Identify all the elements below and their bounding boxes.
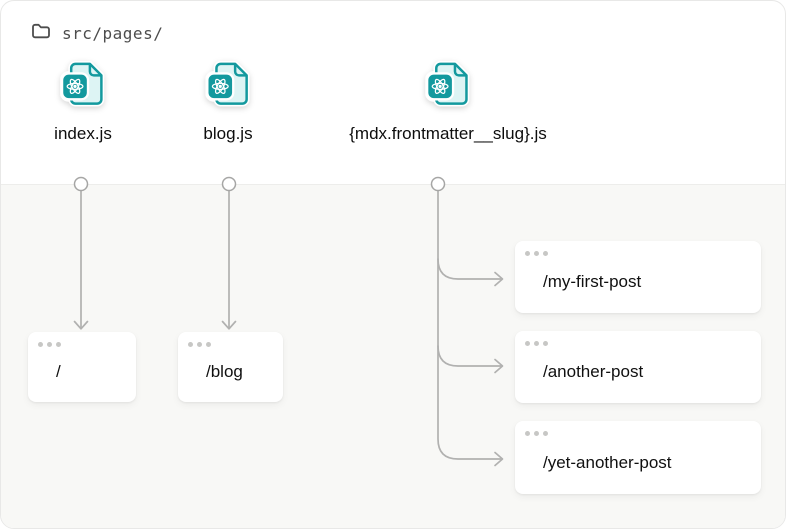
window-dots-icon (525, 341, 548, 346)
window-dots-icon (525, 431, 548, 436)
route-label: /my-first-post (543, 272, 642, 291)
react-file-icon (204, 61, 251, 112)
file-label: {mdx.frontmatter__slug}.js (349, 124, 547, 143)
file-blog-js: blog.js (203, 61, 253, 144)
directory-path: src/pages/ (62, 24, 164, 43)
window-dots-icon (188, 342, 211, 347)
file-index-js: index.js (54, 61, 112, 144)
file-mdx-slug-js: {mdx.frontmatter__slug}.js (349, 61, 547, 144)
route-card-my-first-post: /my-first-post (515, 241, 761, 313)
route-label: /another-post (543, 362, 644, 381)
directory-header: src/pages/ (31, 22, 163, 45)
folder-icon (31, 22, 51, 45)
file-label: index.js (54, 124, 112, 143)
window-dots-icon (38, 342, 61, 347)
react-file-icon (424, 61, 471, 112)
route-card-root: / (28, 332, 136, 402)
file-label: blog.js (203, 124, 253, 143)
route-label: /blog (206, 362, 243, 381)
route-label: / (56, 362, 61, 381)
route-label: /yet-another-post (543, 452, 672, 472)
react-file-icon (59, 61, 106, 112)
window-dots-icon (525, 251, 548, 256)
route-card-blog: /blog (178, 332, 283, 402)
route-card-yet-another-post: /yet-another-post (515, 421, 761, 494)
route-card-another-post: /another-post (515, 331, 761, 403)
